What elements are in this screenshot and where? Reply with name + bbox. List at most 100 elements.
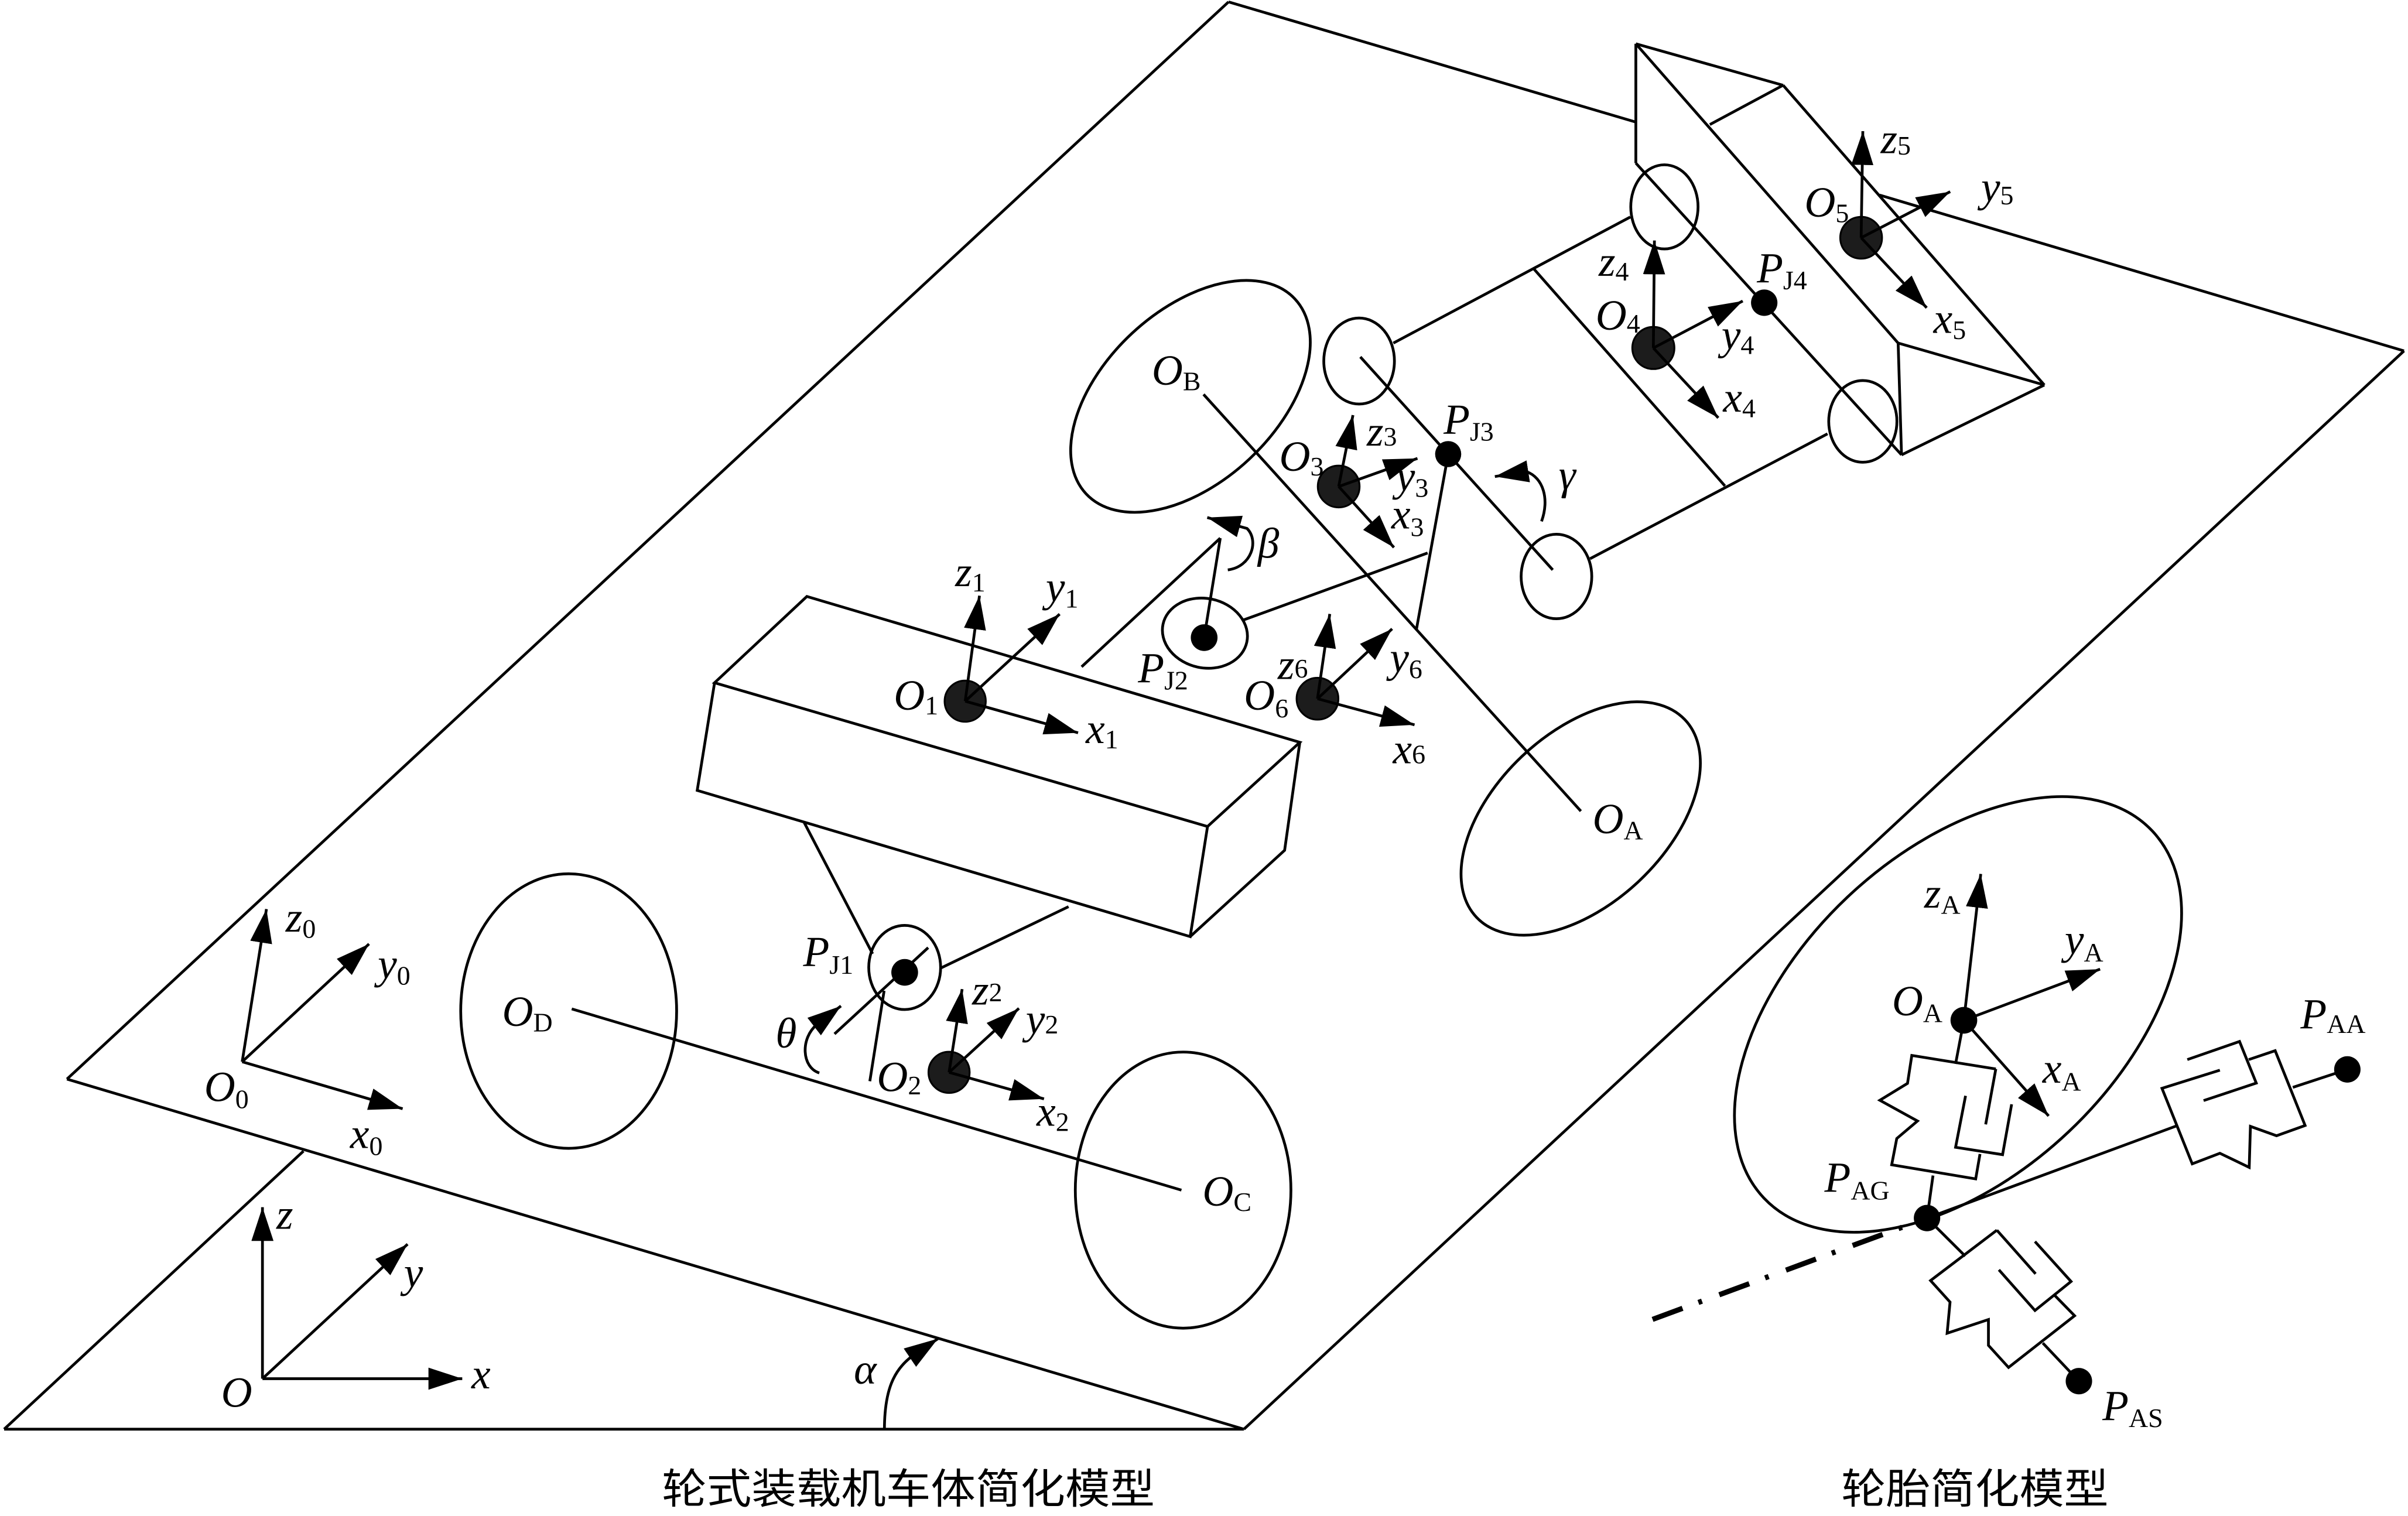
j1-bearing-ring: [867, 923, 942, 1011]
label-z0: z0: [285, 894, 316, 943]
boom-frame: [1322, 215, 1828, 630]
label-x6: x6: [1393, 726, 1426, 773]
wheel-OD: [459, 872, 678, 1150]
front-axle-line: [1202, 393, 1582, 812]
j1-right-strut: [939, 905, 1069, 970]
label-x0: x0: [350, 1110, 383, 1161]
point-PAG: [1914, 1204, 1941, 1231]
bucket-pivot-lower: [1827, 379, 1899, 464]
radial-damper-cylinder: [1954, 1095, 2013, 1156]
label-y0: y0: [374, 940, 411, 990]
bucket-inner-ridge: [1634, 43, 1900, 344]
label-PAS: PAS: [2102, 1382, 2163, 1433]
label-z4: z4: [1598, 238, 1629, 286]
label-O0: O0: [204, 1063, 249, 1114]
beta-rotation-arrow: [1206, 515, 1254, 572]
label-PJ1: PJ1: [803, 928, 854, 980]
plane-right-edge: [1243, 350, 2405, 1431]
plane-top-edge-right: [1879, 193, 2404, 353]
j2-pin-axis: [1202, 538, 1222, 638]
j2-bearing-ring: [1161, 596, 1249, 670]
ground-slant-edge: [3, 1150, 305, 1431]
alpha-angle-arrow: [883, 1337, 939, 1429]
rear-axle: [459, 872, 1292, 1330]
plane-top-edge-left: [1228, 0, 1637, 124]
label-world-O: O: [221, 1368, 252, 1416]
inclined-plane: [66, 0, 2405, 1431]
z4-axis-arrow: [1643, 240, 1665, 348]
label-y4: y4: [1718, 312, 1754, 360]
label-y5: y5: [1977, 163, 2014, 211]
y1-axis-arrow: [964, 613, 1061, 703]
label-y3: y3: [1392, 453, 1429, 502]
plane-left-edge: [66, 1, 1230, 1080]
box-front-face: [695, 682, 1209, 939]
joint-J1: [803, 822, 1069, 1082]
z6-axis-arrow: [1314, 614, 1336, 699]
bucket-top-edge: [1635, 42, 1784, 87]
rear-axle-line: [571, 1007, 1182, 1192]
wheel-OB: [1069, 279, 1312, 514]
caption-tire-model: 轮胎简化模型: [1841, 1465, 2108, 1514]
y2-axis-arrow: [948, 1007, 1020, 1074]
label-x1: x1: [1085, 705, 1119, 754]
joint-PJ2-point: [1191, 624, 1218, 651]
lateral-spring-damper: [1925, 1217, 2092, 1395]
boom-pivot-lower: [1520, 533, 1593, 621]
bucket-end-rib: [1709, 84, 1784, 126]
label-z1: z1: [955, 548, 986, 597]
x1-axis-arrow: [964, 700, 1079, 735]
joint-PJ1-point: [891, 959, 918, 986]
label-x4: x4: [1722, 374, 1756, 423]
label-O1: O1: [894, 672, 938, 720]
longitudinal-spring-body: [2160, 1049, 2307, 1170]
label-O6: O6: [1244, 672, 1288, 723]
label-theta: θ: [775, 1009, 796, 1057]
plane-bottom-edge: [66, 1077, 1244, 1431]
longitudinal-spring-damper: [1926, 1039, 2361, 1220]
joint-J2: [1080, 537, 1428, 670]
bucket-pivot-upper: [1629, 163, 1700, 251]
label-PAG: PAG: [1824, 1154, 1889, 1205]
front-axle: [1069, 279, 1702, 937]
radial-damper-piston: [1984, 1069, 1997, 1125]
frame-O4: [1631, 240, 1744, 419]
j2-link-to-j3: [1242, 552, 1428, 622]
y3-axis-arrow: [1338, 457, 1418, 488]
longitudinal-inner-rod: [1926, 1124, 2178, 1220]
x5-axis-arrow: [1860, 237, 1928, 309]
j2-support-strut: [1080, 537, 1222, 668]
y4-axis-arrow: [1653, 299, 1744, 350]
label-O4: O4: [1596, 292, 1640, 339]
radial-spring-body: [1877, 1053, 1996, 1181]
x6-axis-arrow: [1317, 697, 1415, 727]
label-PAA: PAA: [2300, 990, 2365, 1039]
y6-axis-arrow: [1316, 628, 1393, 700]
label-alpha: α: [854, 1346, 877, 1393]
label-OB: OB: [1152, 347, 1201, 396]
bucket: [1629, 42, 2046, 464]
tire-xA-axis-arrow: [1962, 1019, 2050, 1117]
label-x3: x3: [1391, 490, 1424, 542]
frame-O1: [943, 595, 1079, 735]
wheel-OA: [1459, 700, 1702, 937]
world-frame: [251, 1207, 463, 1390]
label-O3: O3: [1280, 433, 1324, 481]
label-z5: z5: [1880, 115, 1911, 163]
x4-axis-arrow: [1652, 347, 1719, 419]
boom-bottom-arm: [1589, 432, 1828, 560]
lateral-spring-body: [1928, 1229, 2077, 1370]
tire-zA-axis-arrow: [1962, 874, 1988, 1021]
label-PJ4: PJ4: [1756, 244, 1807, 295]
theta-rotation-arrow: [803, 1005, 842, 1074]
label-tire-xA: xA: [2042, 1045, 2081, 1096]
label-z6: z6: [1277, 641, 1308, 688]
joint-PJ4-point: [1751, 289, 1778, 316]
label-x2: x2: [1036, 1088, 1069, 1137]
point-PAA: [2334, 1056, 2361, 1083]
label-tire-OA: OA: [1892, 977, 1942, 1028]
bucket-lip-upper: [1897, 341, 2045, 386]
label-y2: y2: [1022, 995, 1059, 1043]
